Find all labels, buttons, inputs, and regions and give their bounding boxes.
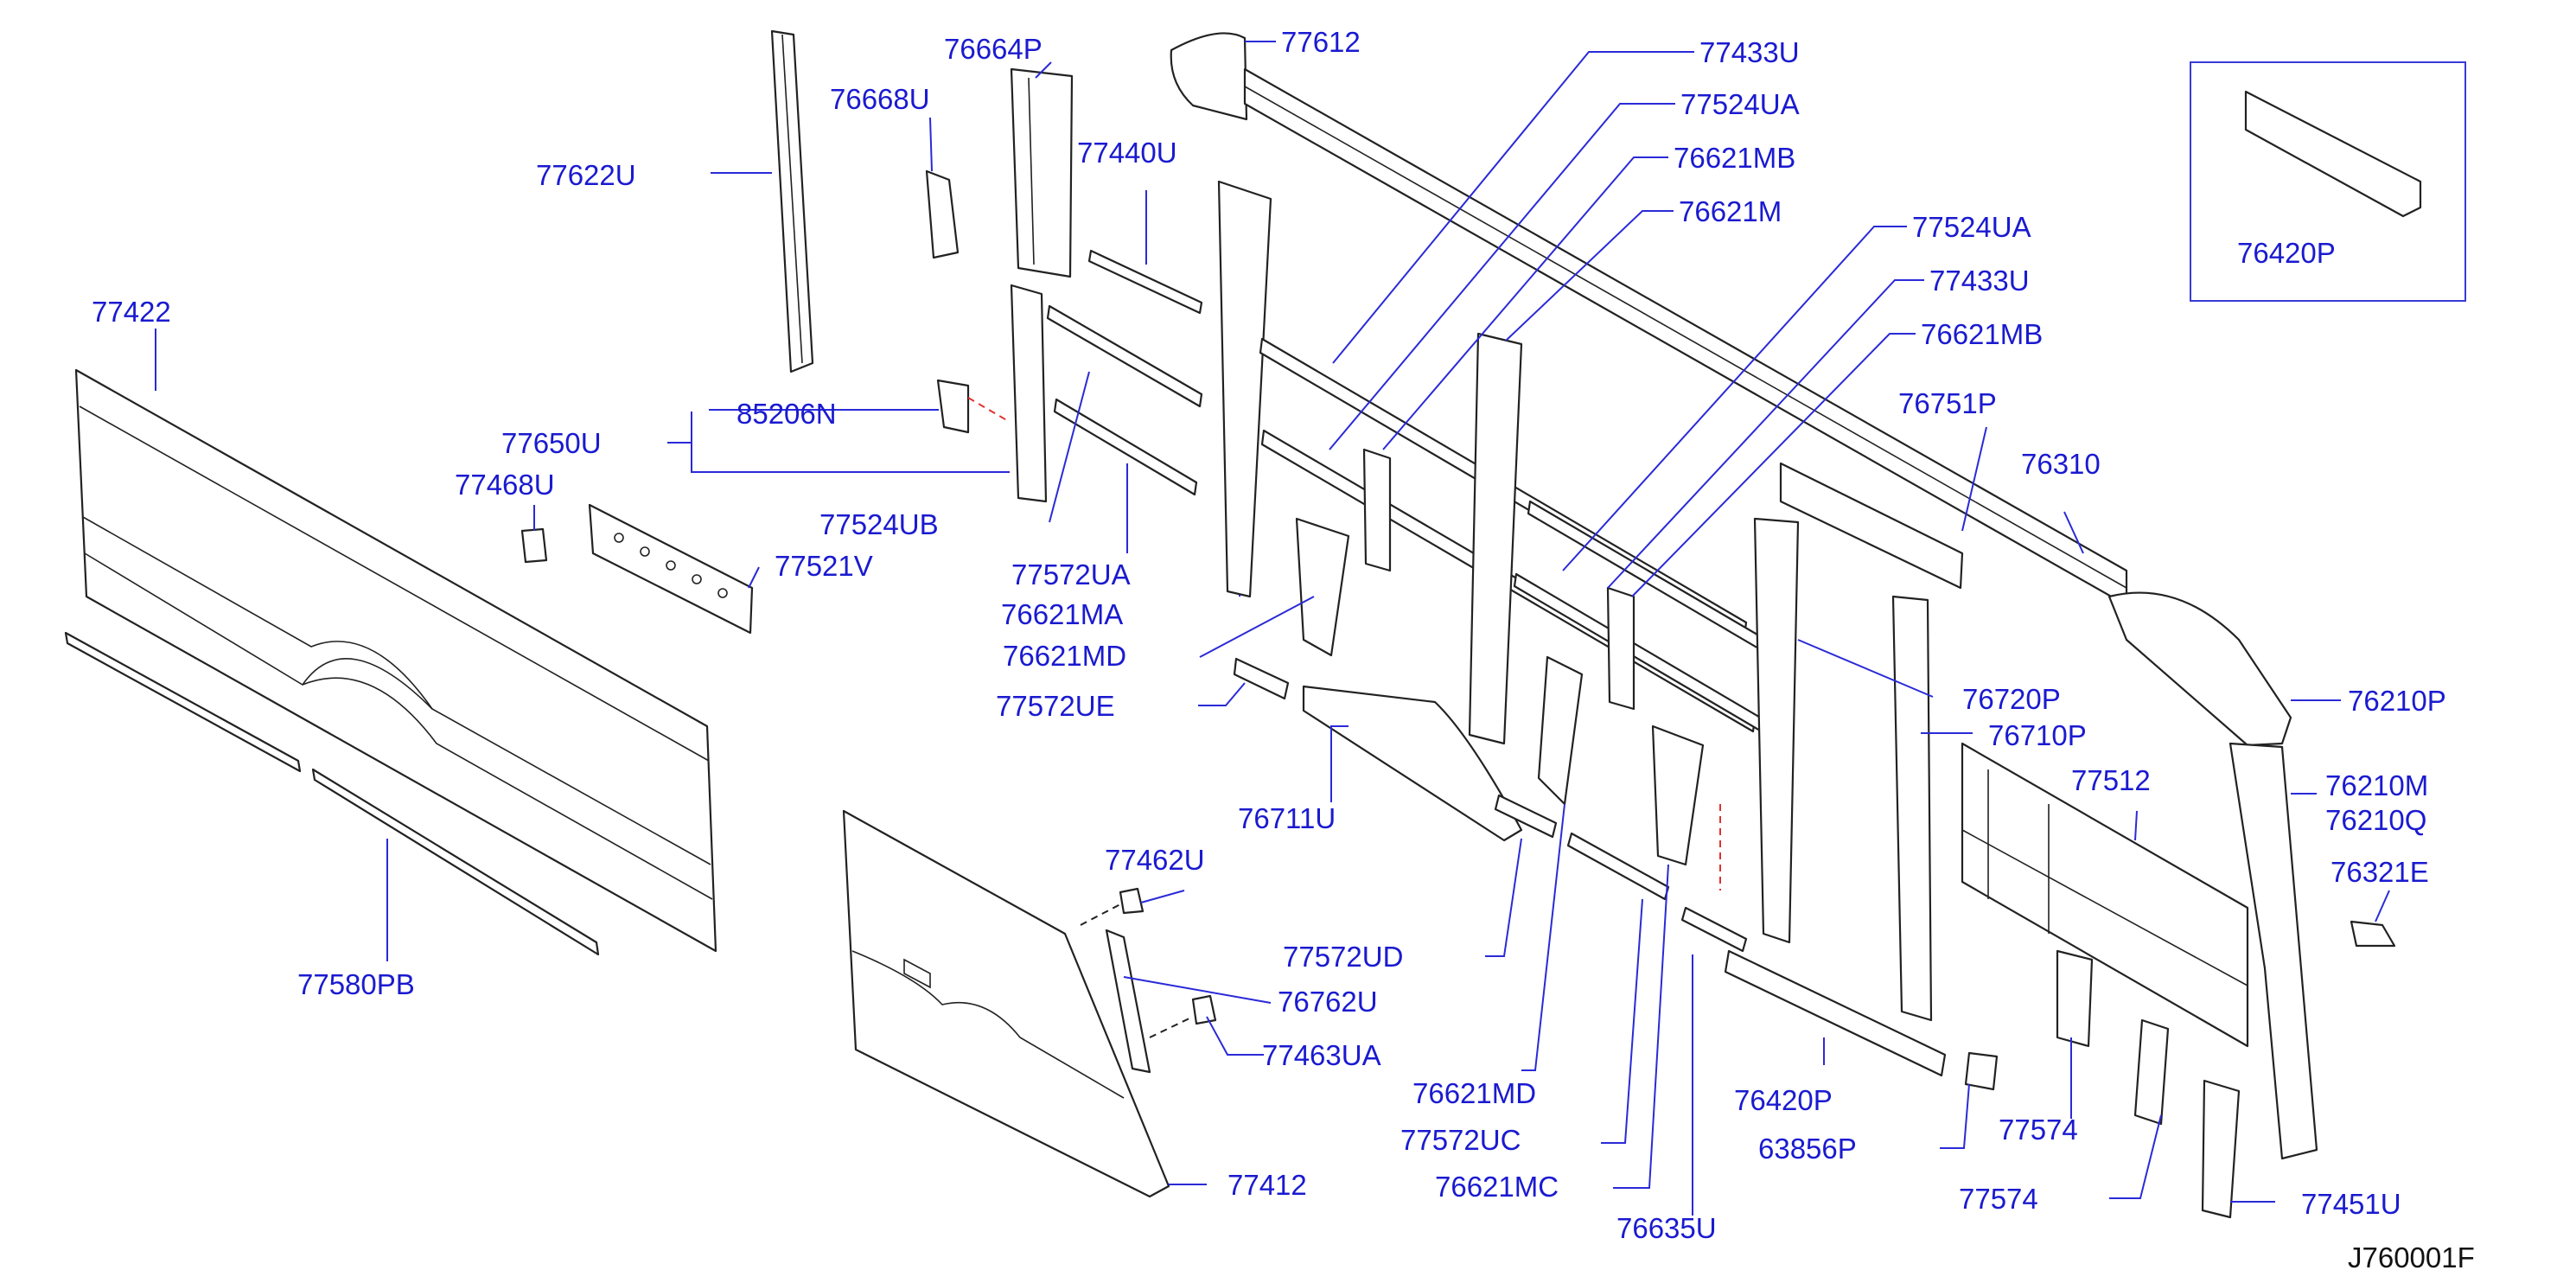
label-76762U: 76762U xyxy=(1278,986,1378,1018)
label-76210P: 76210P xyxy=(2348,685,2446,717)
rear-quarter-77412 xyxy=(842,809,1170,1198)
label-76621MA: 76621MA xyxy=(1001,598,1123,630)
clip-76321E xyxy=(2350,920,2396,948)
label-76321E: 76321E xyxy=(2331,856,2429,888)
label-77574-a: 77574 xyxy=(1999,1114,2078,1146)
label-77580PB: 77580PB xyxy=(297,968,415,1000)
label-77463UA: 77463UA xyxy=(1262,1039,1381,1071)
label-77451U: 77451U xyxy=(2301,1188,2401,1220)
side-outer-panel-77422 xyxy=(74,368,717,953)
header-76751P xyxy=(1779,462,1964,590)
dashed-hint-85206N xyxy=(967,397,1011,423)
part-63856P xyxy=(1964,1051,1999,1091)
rear-pillar-76210M xyxy=(2228,742,2318,1160)
bar-77572UE xyxy=(1233,657,1290,700)
label-76621MD-b: 76621MD xyxy=(1412,1077,1536,1109)
bar-77440U xyxy=(1087,249,1203,315)
plate-77521V xyxy=(588,503,754,635)
bracket-76621MD-upper xyxy=(1295,517,1350,657)
label-76710P: 76710P xyxy=(1988,719,2087,751)
bracket-76621MB-b xyxy=(1606,586,1636,711)
label-77468U: 77468U xyxy=(455,469,555,501)
label-77572UE: 77572UE xyxy=(996,690,1115,722)
label-76420P: 76420P xyxy=(1734,1084,1833,1116)
pillar-76720P xyxy=(1753,517,1800,944)
label-76621MC: 76621MC xyxy=(1435,1171,1559,1203)
bar-77572UC xyxy=(1566,832,1670,901)
label-76621M: 76621M xyxy=(1679,195,1782,227)
label-76711U: 76711U xyxy=(1238,802,1336,834)
label-76751P: 76751P xyxy=(1898,387,1997,419)
label-77524UB: 77524UB xyxy=(819,508,939,540)
bracket-76621MC xyxy=(1651,724,1705,866)
frame-77512 xyxy=(1961,742,2249,1048)
pillar-lower-left xyxy=(1010,284,1048,503)
inset-frame xyxy=(2190,61,2466,302)
leader-lines xyxy=(155,41,2390,1216)
pillar-76664P xyxy=(1010,67,1074,278)
part-labels: 77622U 76668U 76664P 77612 77433U 77524U… xyxy=(92,26,2475,1273)
label-77433U-b: 77433U xyxy=(1929,265,2030,297)
part-77451U xyxy=(2201,1079,2241,1219)
dashed-hint-77462U xyxy=(1080,903,1121,926)
label-76420P-inset: 76420P xyxy=(2237,237,2336,269)
label-77572UC: 77572UC xyxy=(1400,1124,1521,1156)
label-77572UD: 77572UD xyxy=(1283,941,1403,973)
label-76720P: 76720P xyxy=(1962,683,2061,715)
label-77622U: 77622U xyxy=(536,159,636,191)
bar-77524UB xyxy=(1046,304,1203,408)
label-63856P: 63856P xyxy=(1758,1133,1857,1165)
pillar-77622U xyxy=(770,29,814,373)
label-77440U: 77440U xyxy=(1077,137,1177,169)
bar-77572UA xyxy=(1053,398,1198,496)
label-77612: 77612 xyxy=(1281,26,1361,58)
plug-77462U xyxy=(1119,887,1145,915)
block-77468U xyxy=(520,527,548,564)
bracket-85206N xyxy=(936,379,970,434)
label-76621MB-a: 76621MB xyxy=(1674,142,1795,174)
label-77524UA-b: 77524UA xyxy=(1912,211,2031,243)
label-77574-b: 77574 xyxy=(1959,1183,2038,1215)
label-76668U: 76668U xyxy=(830,83,930,115)
label-76635U: 76635U xyxy=(1616,1212,1717,1244)
plug-77463UA xyxy=(1191,994,1217,1025)
corner-cap-76210P xyxy=(2107,591,2292,747)
label-85206N: 85206N xyxy=(736,398,837,430)
pillar-76621M xyxy=(1468,332,1523,745)
bar-77572UD xyxy=(1494,794,1558,839)
label-76210M: 76210M xyxy=(2325,769,2428,801)
label-76621MD-a: 76621MD xyxy=(1003,640,1126,672)
inset-part-76420P xyxy=(2244,90,2422,218)
label-77412: 77412 xyxy=(1227,1169,1307,1201)
wheelhouse-76711U xyxy=(1302,685,1523,842)
label-77521V: 77521V xyxy=(775,550,873,582)
label-77422: 77422 xyxy=(92,296,171,328)
bracket-77574-b xyxy=(2133,1018,2170,1126)
dashed-hint-77463UA xyxy=(1149,1016,1194,1038)
diagram-reference-code: J760001F xyxy=(2348,1242,2475,1273)
label-76621MB-b: 76621MB xyxy=(1921,318,2043,350)
label-76210Q: 76210Q xyxy=(2325,804,2426,836)
bracket-77574-a xyxy=(2056,949,2094,1048)
label-77524UA-a: 77524UA xyxy=(1680,88,1800,120)
pillar-76621MA xyxy=(1217,180,1272,598)
molding-77580PB xyxy=(64,631,600,956)
label-77572UA: 77572UA xyxy=(1011,559,1131,590)
sill-76420P xyxy=(1724,949,1947,1077)
label-77512: 77512 xyxy=(2071,764,2151,796)
bar-76635U xyxy=(1680,906,1748,953)
label-77433U-a: 77433U xyxy=(1699,36,1800,68)
label-76310: 76310 xyxy=(2021,448,2101,480)
bracket-76668U xyxy=(925,169,960,259)
bracket-76621MD-lower xyxy=(1537,655,1584,806)
pillar-76710P xyxy=(1891,595,1933,1022)
label-76664P: 76664P xyxy=(944,33,1043,65)
label-77650U: 77650U xyxy=(501,427,602,459)
bracket-76621MB-a xyxy=(1362,448,1392,572)
strip-76762U xyxy=(1105,929,1151,1074)
label-77462U: 77462U xyxy=(1105,844,1205,876)
